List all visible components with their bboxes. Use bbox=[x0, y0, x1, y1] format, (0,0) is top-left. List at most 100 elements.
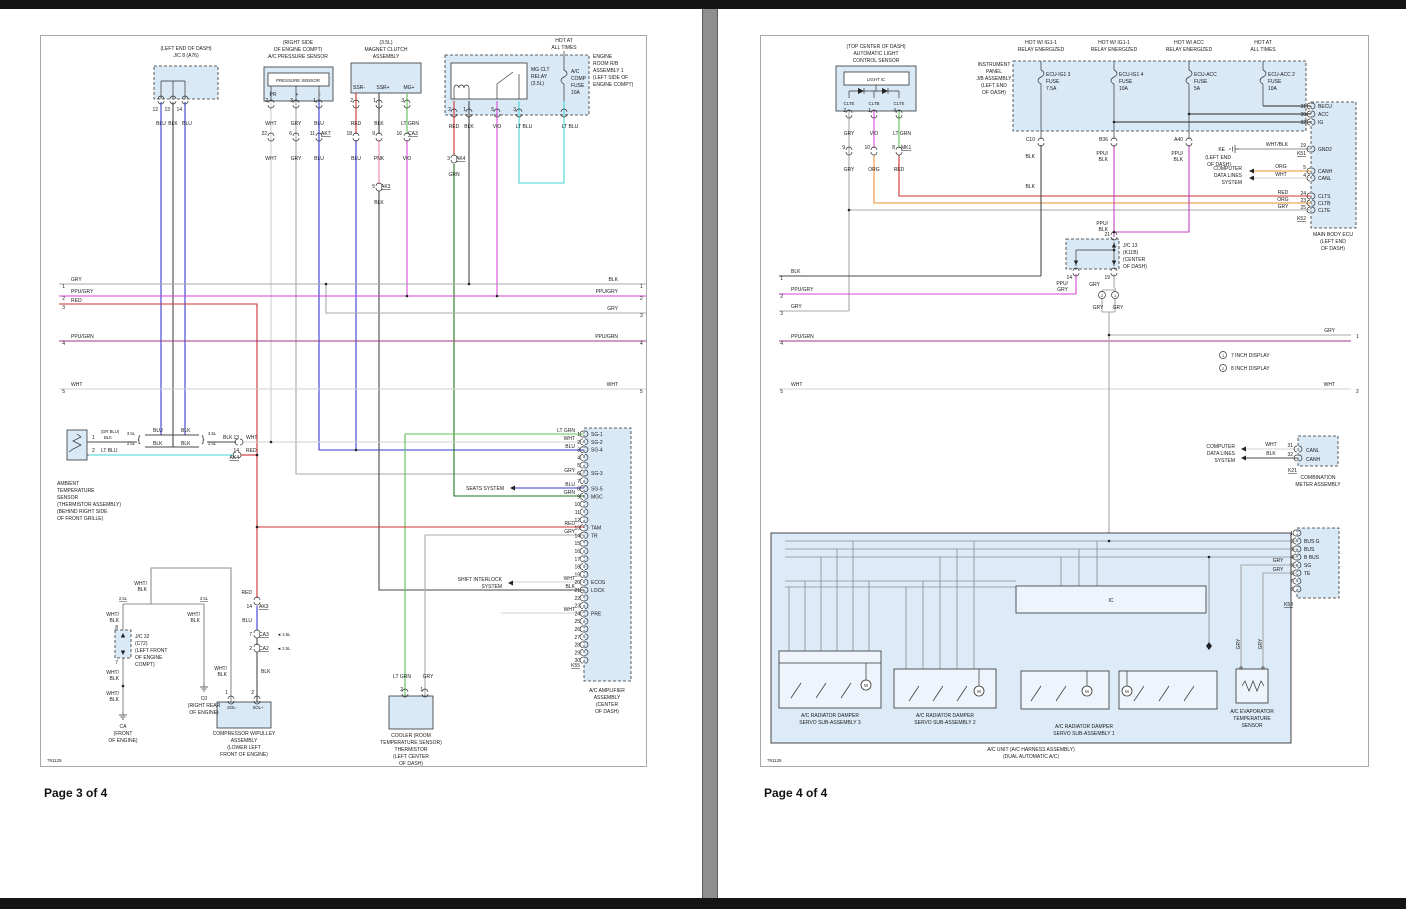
engine-room-rb bbox=[445, 51, 589, 115]
diagram-label: (LEFT END OF DASH) bbox=[160, 46, 211, 52]
diagram-label: SG-3 bbox=[591, 471, 603, 477]
diagram-label: 10 bbox=[864, 145, 870, 151]
diagram-label: 2 bbox=[92, 448, 95, 454]
diagram-label: COMP bbox=[571, 76, 587, 82]
diagram-label: AK3 bbox=[381, 184, 391, 190]
diagram-label: { bbox=[137, 434, 140, 444]
diagram-label: CANH bbox=[1306, 457, 1321, 463]
diagram-label: LT GRN bbox=[401, 121, 419, 127]
diagram-label: 2 bbox=[251, 690, 254, 696]
diagram-label: COOLER (ROOM bbox=[391, 733, 431, 739]
diagram-label: PR bbox=[270, 92, 277, 98]
diagram-label: 2 bbox=[1290, 539, 1293, 545]
diagram-label: LT GRN bbox=[557, 428, 575, 434]
diagram-label: 3 bbox=[1290, 547, 1293, 553]
diagram-label: 15 bbox=[574, 541, 580, 547]
diagram-label: SSR+ bbox=[376, 85, 389, 91]
diagram-label: 5 bbox=[1290, 563, 1293, 569]
diagram-label: 26 bbox=[574, 627, 580, 633]
diagram-label: 3.5L bbox=[208, 431, 217, 436]
diagram-label: GRY bbox=[1236, 638, 1242, 649]
diagram-label: 25 bbox=[574, 619, 580, 625]
diagram-label: 3 bbox=[640, 313, 643, 319]
diagram-label: SSR- bbox=[353, 85, 365, 91]
diagram-label: COMPRESSOR W/PULLEY bbox=[213, 731, 276, 737]
diagram-label: ALL TIMES bbox=[1250, 47, 1276, 53]
diagram-label: 3 bbox=[401, 98, 404, 104]
diagram-label: A/C RADIATOR DAMPER bbox=[916, 713, 974, 719]
diagram-label: 21 bbox=[1104, 232, 1110, 238]
diagram-label: SERVO SUB-ASSEMBLY 1 bbox=[1053, 731, 1115, 737]
diagram-label: OF DASH) bbox=[1123, 264, 1147, 270]
diagram-label: J/B ASSEMBLY bbox=[977, 76, 1013, 82]
diagram-label: BLK bbox=[153, 441, 163, 447]
diagram-label: ORG bbox=[868, 167, 880, 173]
diagram-label: J/C 8 (A76) bbox=[173, 53, 199, 59]
diagram-label: CLTB bbox=[869, 101, 880, 106]
diagram-label: (LEFT FRONT bbox=[135, 648, 167, 654]
diagram-label: SG-5 bbox=[591, 487, 603, 493]
diagram-label: (LEFT END bbox=[981, 83, 1007, 89]
diagram-label: 1 bbox=[1356, 334, 1359, 340]
diagram-label: LT GRN bbox=[393, 674, 411, 680]
diagram-label: 3 bbox=[290, 98, 293, 104]
diagram-label: GRY bbox=[1113, 305, 1124, 311]
diagram-label: GRY bbox=[564, 468, 575, 474]
diagram-label: SG-1 bbox=[591, 432, 603, 438]
diagram-label: 6 bbox=[1290, 571, 1293, 577]
diagram-label: MAIN BODY ECU bbox=[1313, 232, 1353, 238]
diagram-label: 13 bbox=[164, 107, 170, 113]
diagram-label: BLK bbox=[110, 676, 120, 682]
diagram-label: HOT W/ IG1-1 bbox=[1025, 40, 1057, 46]
diagram-label: (3.5L) bbox=[531, 81, 544, 87]
diagram-label: GRY bbox=[1093, 305, 1104, 311]
diagram-label: CA3 bbox=[259, 632, 269, 638]
diagram-label: 22 bbox=[574, 596, 580, 602]
diagram-label: MGC bbox=[591, 494, 603, 500]
diagram-label: 3 bbox=[513, 107, 516, 113]
diagram-label: CA3 bbox=[408, 131, 418, 137]
diagram-label: 32 bbox=[1300, 120, 1306, 126]
diagram-label: TAM bbox=[591, 526, 601, 532]
diagram-label: TEMPERATURE bbox=[57, 488, 95, 494]
diagram-label: ACC bbox=[1318, 112, 1329, 118]
diagram-label: WHT bbox=[564, 436, 575, 442]
diagram-label: ENGINE bbox=[593, 54, 613, 60]
diagram-label: BECU bbox=[1318, 104, 1332, 110]
diagram-label: SERVO SUB-ASSEMBLY 2 bbox=[914, 720, 976, 726]
diagram-label: ◄ 2.5L bbox=[277, 646, 291, 651]
diagram-label: OF DASH) bbox=[399, 761, 423, 766]
diagram-label: BLK bbox=[374, 200, 384, 206]
diagram-label: J/C 13 bbox=[1123, 243, 1138, 249]
bottom-bar bbox=[0, 898, 1406, 909]
diagram-label: 1 bbox=[313, 98, 316, 104]
diagram-label: 31 bbox=[1287, 443, 1293, 449]
diagram-label: PPU/GRN bbox=[71, 334, 94, 340]
diagram-label: 4 bbox=[577, 455, 580, 461]
diagram-label: PPU/GRY bbox=[791, 287, 814, 293]
diagram-label: C0 bbox=[201, 696, 208, 702]
diagram-label: 8 bbox=[892, 145, 895, 151]
diagram-label: RED bbox=[71, 298, 82, 304]
diagram-label: 1 bbox=[577, 432, 580, 438]
diagram-label: A/C UNIT (A/C HARNESS ASSEMBLY) bbox=[987, 747, 1075, 753]
diagram-label: MG CLT bbox=[531, 67, 550, 73]
diagram-label: BUS G bbox=[1304, 539, 1320, 545]
diagram-label: 19 bbox=[574, 572, 580, 578]
diagram-label: CANL bbox=[1306, 448, 1320, 454]
diagram-label: RED bbox=[449, 124, 460, 130]
diagram-label: HOT AT bbox=[1254, 40, 1272, 46]
diagram-label: 2 bbox=[843, 108, 846, 114]
diagram-label: BLU bbox=[314, 121, 324, 127]
diagram-label: 1 bbox=[373, 98, 376, 104]
diagram-label: PNK bbox=[374, 156, 385, 162]
diagram-label: GRY bbox=[844, 131, 855, 137]
diagram-label: 23 bbox=[574, 604, 580, 610]
diagram-label: GRY bbox=[1057, 287, 1068, 293]
diagram-label: 10A bbox=[571, 90, 581, 96]
diagram-label: BLK bbox=[223, 435, 233, 441]
diagram-label: RELAY bbox=[531, 74, 548, 80]
diagram-label: B36 bbox=[1099, 137, 1108, 143]
diagram-label: SYSTEM bbox=[481, 584, 502, 590]
diagram-label: SG-4 bbox=[591, 448, 603, 454]
